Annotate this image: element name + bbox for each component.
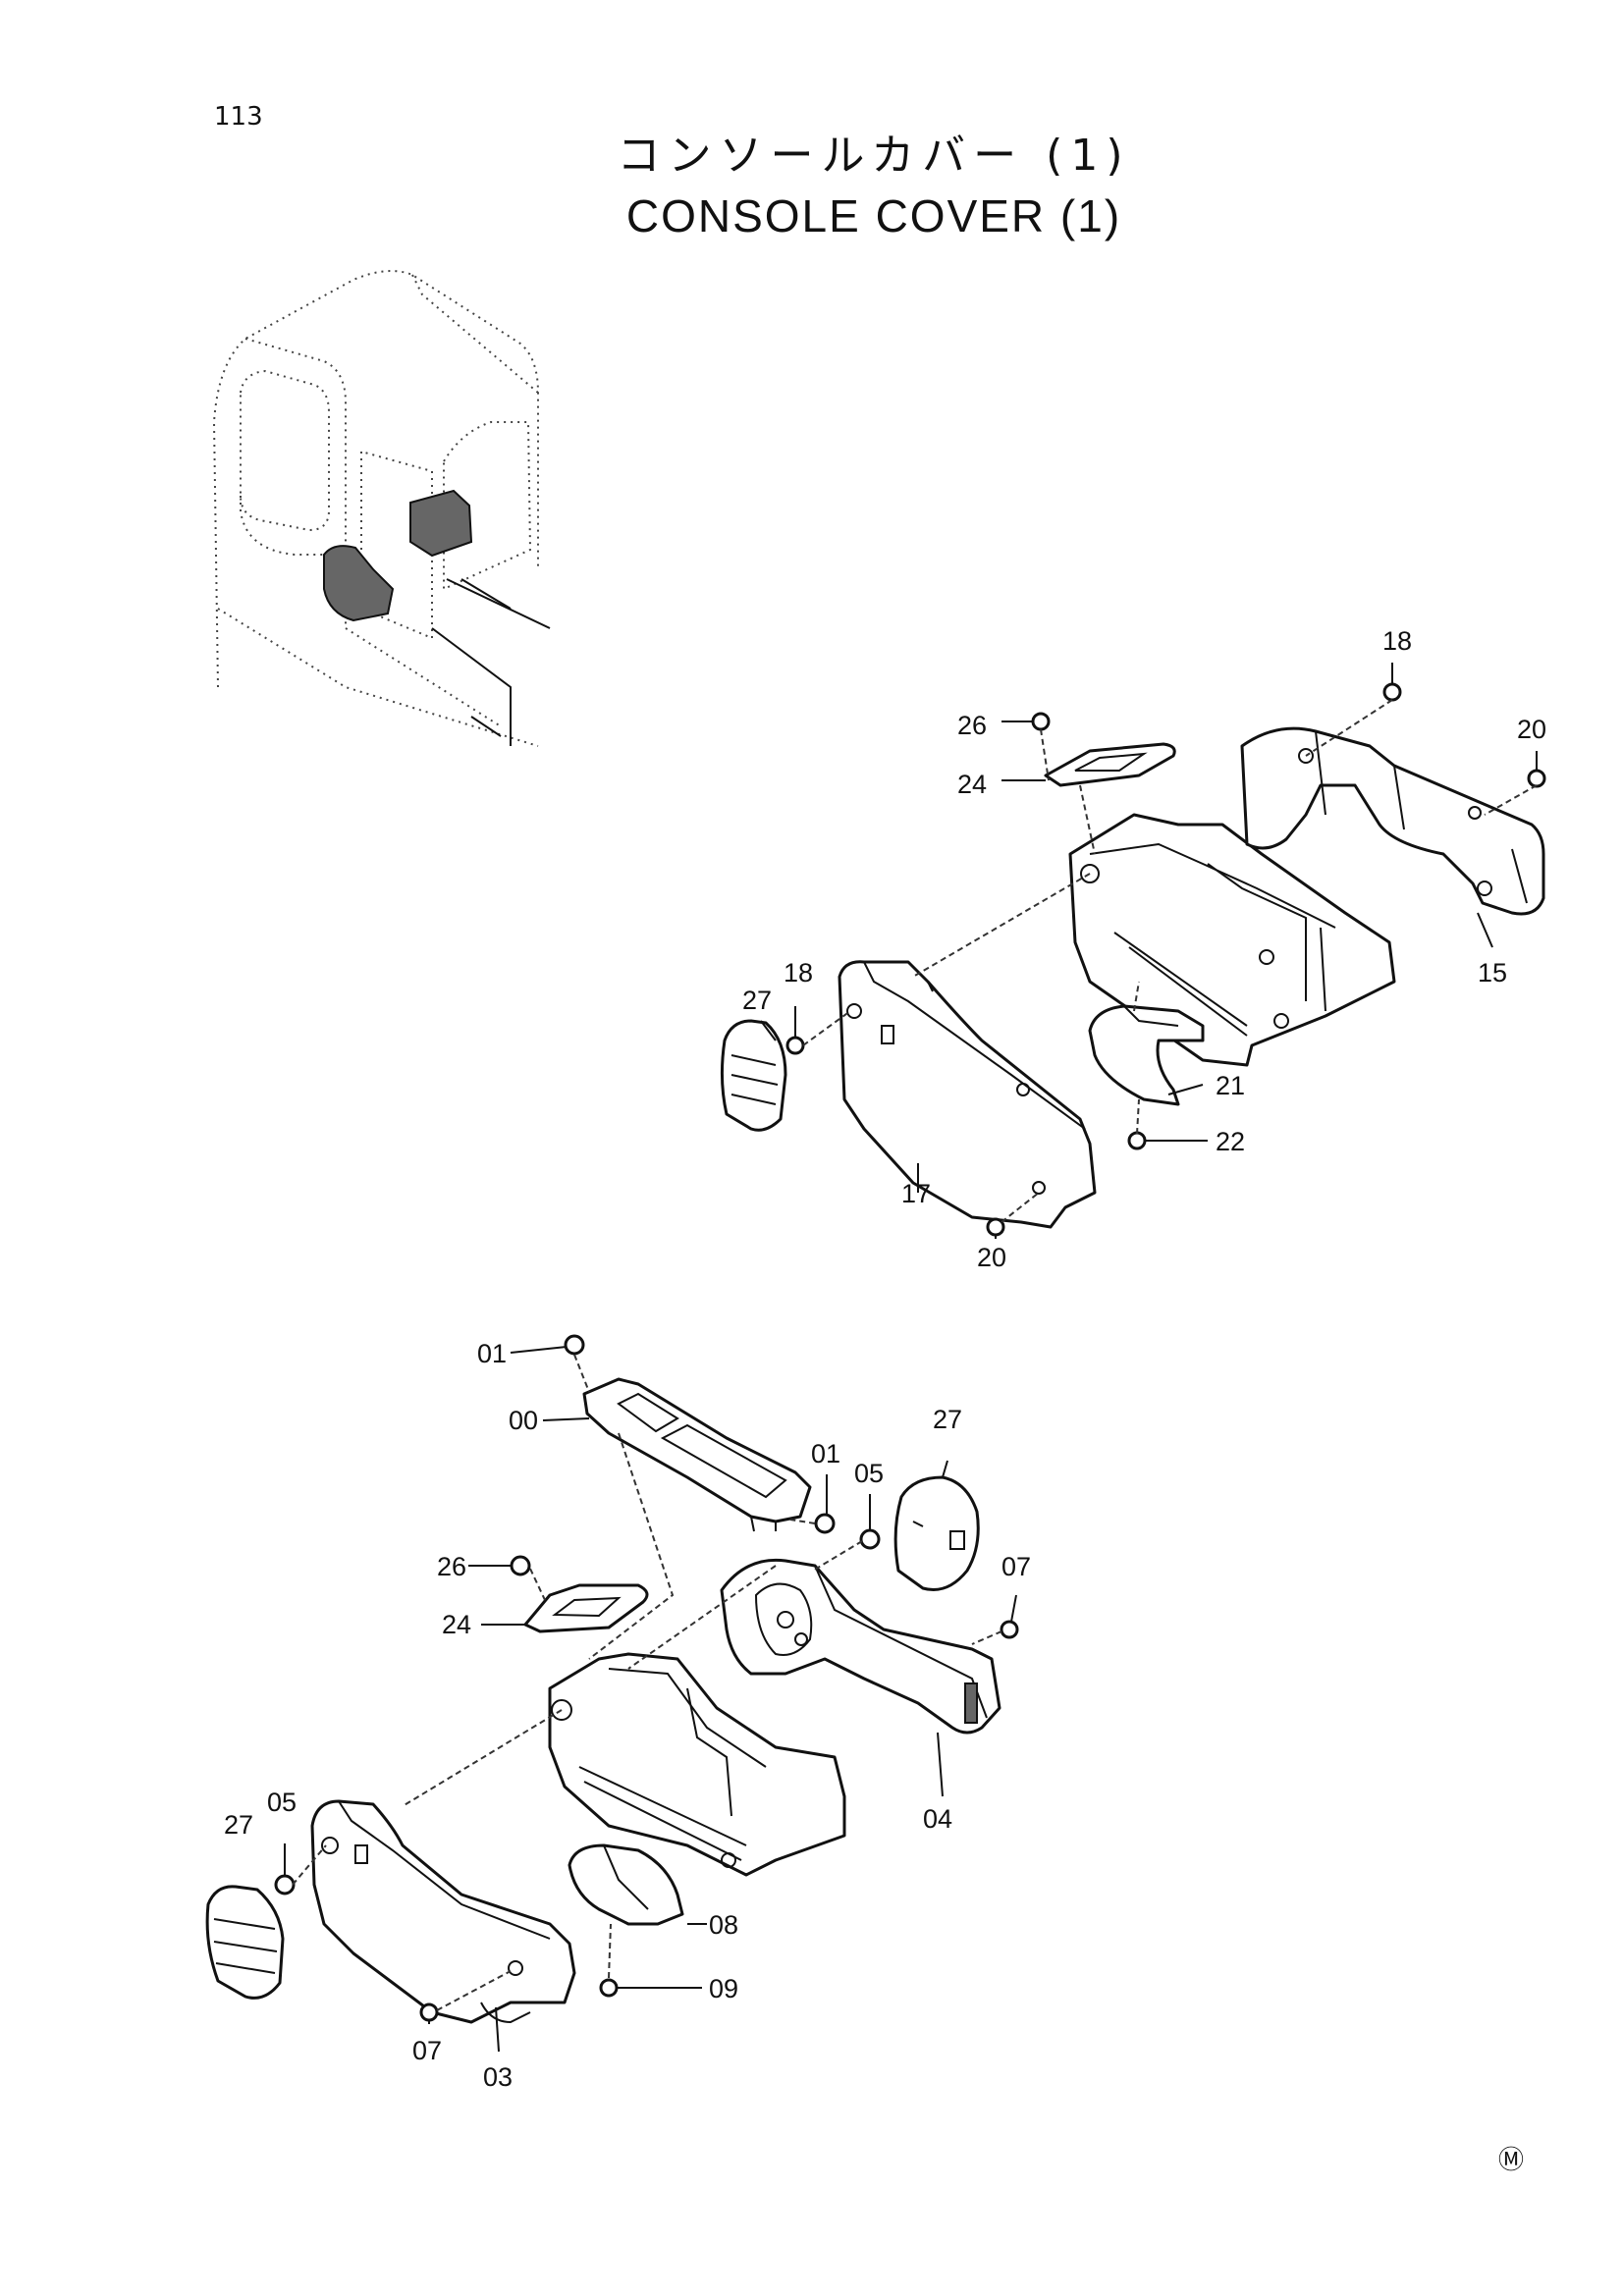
lower-console-frame bbox=[548, 1652, 846, 1877]
callout-00: 00 bbox=[509, 1406, 538, 1435]
callout-26-lower: 26 bbox=[437, 1552, 466, 1581]
callout-03: 03 bbox=[483, 2062, 513, 2092]
callout-05-left: 05 bbox=[267, 1788, 297, 1817]
callout-24-upper: 24 bbox=[957, 770, 987, 799]
callout-01-right: 01 bbox=[811, 1439, 840, 1468]
bottom-cover-21 bbox=[1088, 1004, 1205, 1106]
left-side-cover-03 bbox=[310, 1799, 576, 2024]
lower-top-frame-24 bbox=[523, 1583, 649, 1633]
callout-05-right: 05 bbox=[854, 1459, 884, 1488]
title-block: コンソールカバー (1) CONSOLE COVER (1) bbox=[550, 126, 1198, 245]
callout-15: 15 bbox=[1478, 958, 1507, 988]
callout-09: 09 bbox=[709, 1974, 738, 2003]
callout-21: 21 bbox=[1216, 1071, 1245, 1100]
console-highlight-right bbox=[409, 489, 473, 558]
callout-24-lower: 24 bbox=[442, 1610, 471, 1639]
title-english: CONSOLE COVER (1) bbox=[625, 190, 1122, 241]
left-side-cover-17 bbox=[838, 960, 1097, 1229]
callout-17: 17 bbox=[901, 1179, 931, 1208]
callout-27-upper: 27 bbox=[742, 986, 772, 1015]
callout-04: 04 bbox=[923, 1804, 952, 1834]
lower-right-cap-27 bbox=[893, 1475, 980, 1591]
callout-01-top: 01 bbox=[477, 1339, 507, 1368]
callout-26-upper: 26 bbox=[957, 711, 987, 740]
top-cover-00 bbox=[582, 1377, 812, 1523]
title-japanese: コンソールカバー (1) bbox=[617, 131, 1131, 181]
lower-assembly bbox=[205, 1334, 1019, 2053]
callout-18-left: 18 bbox=[784, 958, 813, 988]
upper-top-frame-24 bbox=[1044, 742, 1176, 787]
console-highlight-left bbox=[323, 545, 395, 622]
cab-overview-illustration bbox=[212, 270, 551, 747]
lower-left-cap-27 bbox=[205, 1885, 285, 2000]
callout-07-bottom: 07 bbox=[412, 2036, 442, 2065]
upper-bolts bbox=[785, 682, 1546, 1237]
callout-18-top: 18 bbox=[1382, 626, 1412, 656]
page-number: 113 bbox=[214, 102, 263, 132]
callout-22: 22 bbox=[1216, 1127, 1245, 1156]
callout-27-right: 27 bbox=[933, 1405, 962, 1434]
upper-assembly bbox=[720, 663, 1546, 1239]
right-side-cover-15 bbox=[1240, 726, 1545, 916]
right-side-cover-04 bbox=[720, 1558, 1001, 1735]
callout-20-right: 20 bbox=[1517, 715, 1546, 744]
callout-27-left: 27 bbox=[224, 1810, 253, 1840]
corner-mark: Ⓜ bbox=[1498, 2146, 1525, 2175]
bottom-cover-08 bbox=[568, 1843, 684, 1926]
callout-08: 08 bbox=[709, 1910, 738, 1940]
callout-20-bottom: 20 bbox=[977, 1243, 1006, 1272]
callout-07-right: 07 bbox=[1001, 1552, 1031, 1581]
